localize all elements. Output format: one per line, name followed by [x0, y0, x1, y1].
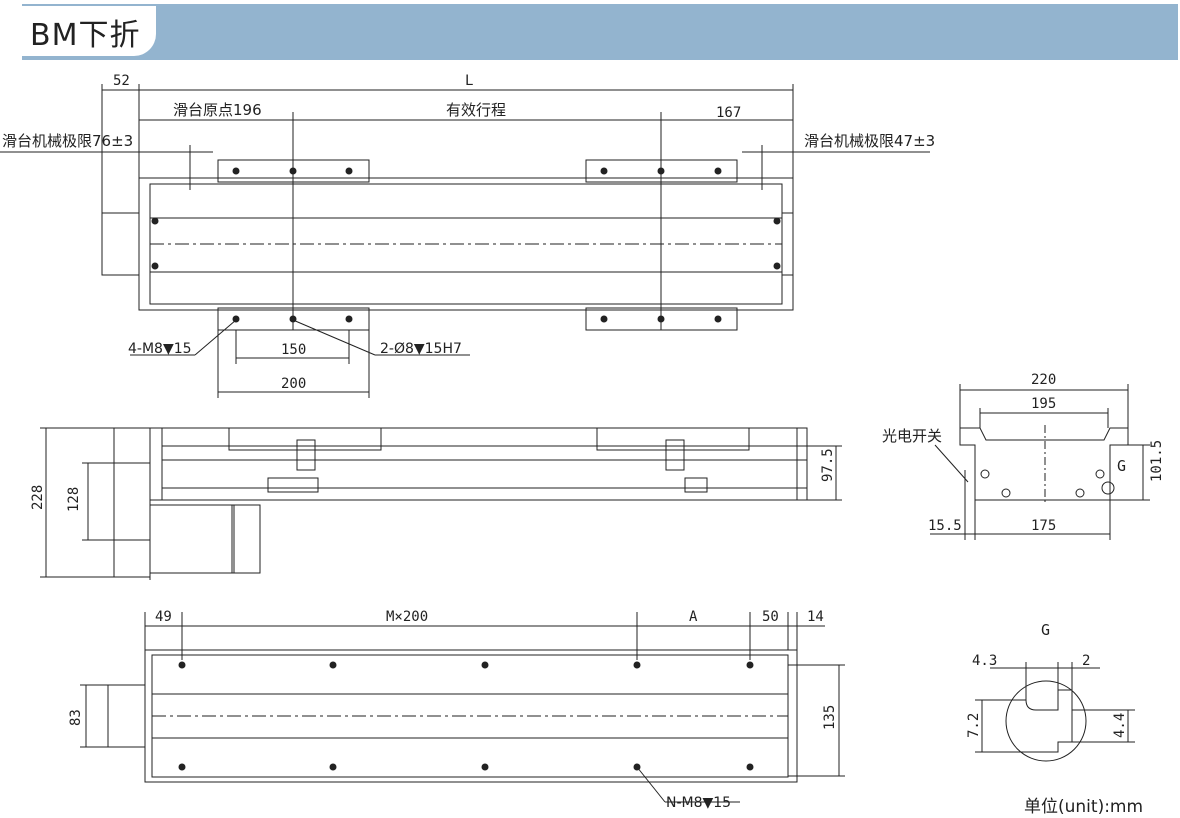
dim-200: 200	[281, 376, 306, 392]
dim-150: 150	[281, 342, 306, 358]
dim-101-5: 101.5	[1149, 440, 1165, 482]
dim-167: 167	[716, 105, 741, 121]
dim-7-2: 7.2	[966, 713, 982, 738]
dim-220: 220	[1031, 372, 1056, 388]
dim-l: L	[465, 73, 473, 89]
dim-175: 175	[1031, 518, 1056, 534]
dim-15-5: 15.5	[928, 518, 962, 534]
top-view: 52 L 滑台原点196 有效行程 167 滑台机械极限76±3 滑台机械极限4…	[0, 73, 935, 398]
dim-4-3: 4.3	[972, 653, 997, 669]
dim-228: 228	[30, 485, 46, 510]
dim-14: 14	[807, 609, 824, 625]
dim-97-5: 97.5	[820, 448, 836, 482]
dim-128: 128	[66, 487, 82, 512]
pin-hole-label: 2-Ø8▼15H7	[380, 341, 462, 357]
label-g: G	[1117, 457, 1126, 475]
dim-83: 83	[68, 709, 84, 726]
dim-195: 195	[1031, 396, 1056, 412]
title-tab	[22, 6, 156, 56]
dim-2: 2	[1082, 653, 1090, 669]
slide-origin-label: 滑台原点196	[173, 101, 262, 119]
page-title: BM下折	[30, 18, 141, 53]
detail-g: G 4.3 2 7.2 4.4	[966, 621, 1135, 762]
end-view: 光电开关 220 195 101.5 G 15.5 175	[882, 372, 1165, 540]
hole-m8-label: 4-M8▼15	[128, 341, 192, 357]
header-band	[22, 4, 1178, 60]
side-view: 228 128 97.5	[30, 427, 842, 580]
hole-n-label: N-M8▼15	[666, 795, 731, 811]
header-bar: BM下折	[0, 0, 1180, 62]
dim-50: 50	[762, 609, 779, 625]
limit-left-label: 滑台机械极限76±3	[2, 132, 133, 150]
dim-135: 135	[822, 705, 838, 730]
effective-stroke-label: 有效行程	[446, 101, 506, 119]
bottom-view: 49 M×200 A 50 14 83 135 N-M8▼15	[68, 609, 845, 811]
dim-52: 52	[113, 73, 130, 89]
unit-note: 单位(unit):mm	[1024, 797, 1144, 817]
dim-mx200: M×200	[386, 609, 428, 625]
dim-49: 49	[155, 609, 172, 625]
detail-g-title: G	[1041, 621, 1050, 639]
dim-a: A	[689, 609, 698, 625]
limit-right-label: 滑台机械极限47±3	[804, 132, 935, 150]
dim-4-4: 4.4	[1112, 713, 1128, 738]
photo-switch-label: 光电开关	[882, 427, 942, 445]
